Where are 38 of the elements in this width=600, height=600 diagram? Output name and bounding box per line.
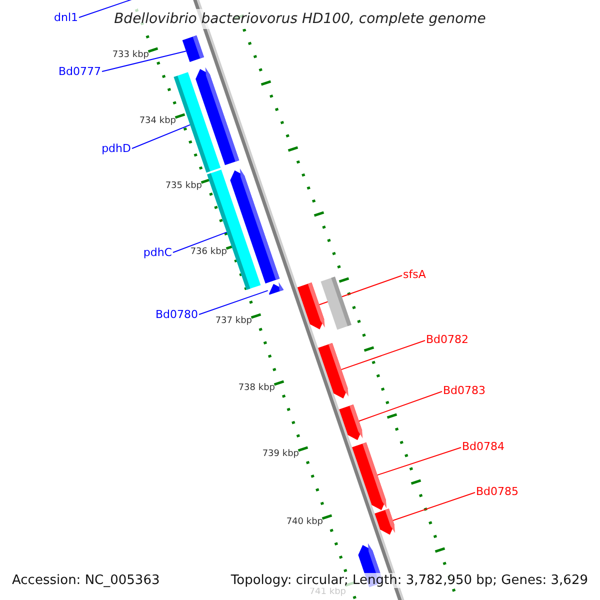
gene-block: [297, 282, 325, 330]
gene-block: [268, 282, 284, 295]
gene-label: pdhC: [143, 247, 172, 258]
gene-label: Bd0784: [462, 441, 505, 452]
scale-label: 740 kbp: [286, 518, 323, 527]
gene-block: [174, 72, 221, 173]
scale-label: 739 kbp: [262, 450, 299, 459]
scale-label: 736 kbp: [190, 248, 227, 257]
scale-label: 734 kbp: [139, 117, 176, 126]
leader-line: [340, 340, 426, 370]
gene-label: Bd0780: [155, 309, 198, 320]
gene-label: Bd0777: [58, 66, 101, 77]
leader-line: [376, 447, 462, 476]
scale-label: 737 kbp: [215, 317, 252, 326]
leader-line: [172, 232, 228, 253]
scale-label: 733 kbp: [112, 51, 149, 60]
gene-label: Bd0782: [426, 334, 469, 345]
leader-line: [198, 290, 268, 315]
leader-line: [132, 124, 191, 149]
gene-block: [318, 343, 348, 398]
scale-label: 735 kbp: [165, 182, 202, 191]
info-text: Accession: NC_005363: [10, 573, 162, 588]
gene-block: [207, 170, 261, 290]
gene-label: pdhD: [102, 143, 131, 154]
scale-label: 738 kbp: [238, 384, 275, 393]
gene-block: [352, 442, 387, 510]
gene-label: dnl1: [54, 12, 78, 23]
leader-line: [102, 50, 187, 72]
gene-label: sfsA: [403, 269, 426, 280]
leader-line: [358, 391, 442, 422]
gene-block: [320, 276, 352, 330]
gene-label: Bd0785: [476, 486, 519, 497]
gene-block: [339, 404, 363, 440]
leader-line: [392, 492, 476, 521]
gene-block: [374, 508, 396, 535]
gene-block: [182, 35, 204, 62]
info-text: Topology: circular; Length: 3,782,950 bp; Genes: 3,629: [228, 573, 590, 588]
gene-label: Bd0783: [443, 385, 486, 396]
